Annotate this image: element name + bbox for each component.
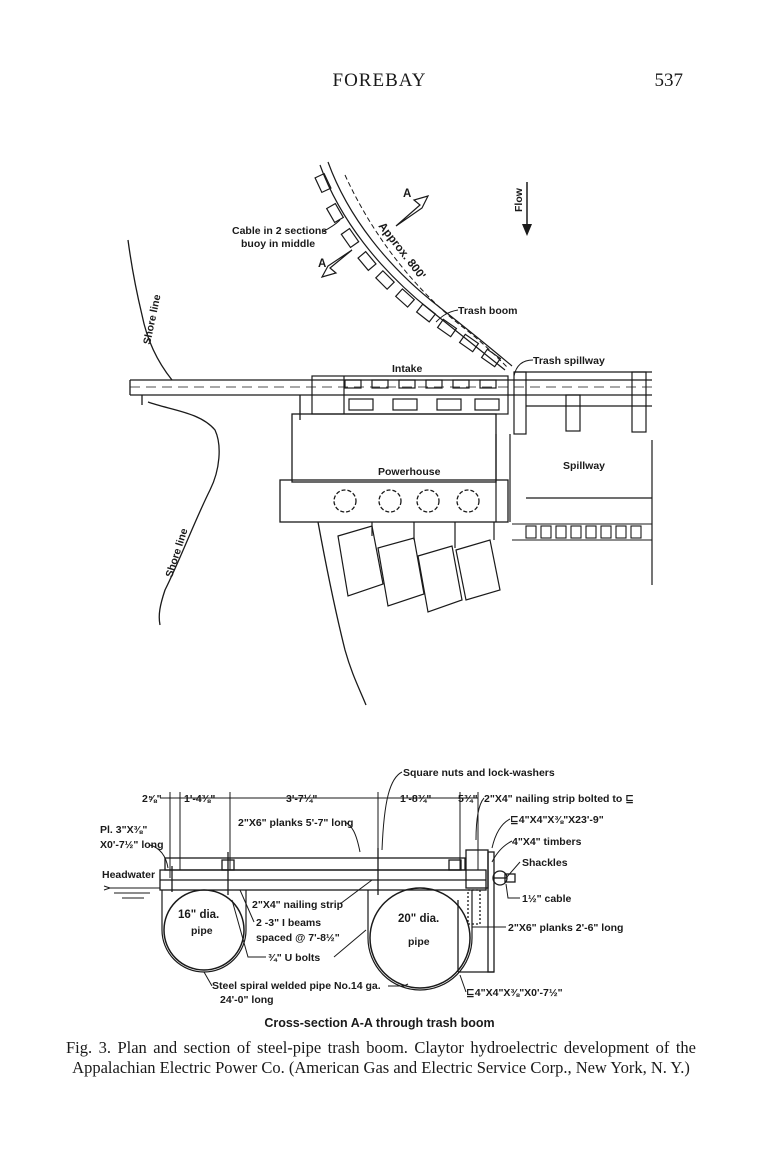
spillway-label: Spillway xyxy=(563,460,605,472)
intake-label: Intake xyxy=(392,363,423,375)
draft-tubes xyxy=(337,522,501,613)
nailing-strip-bolted-leader xyxy=(475,797,485,841)
nailing-strip-label: 2"X4" nailing strip xyxy=(252,899,343,911)
plate-leader xyxy=(149,844,169,869)
timbers-leader xyxy=(491,840,513,863)
headwater-symbol xyxy=(103,885,160,899)
cable-section-leader xyxy=(505,883,520,899)
page-number: 537 xyxy=(654,70,684,91)
spillway-piers xyxy=(495,371,653,585)
shackle-assembly xyxy=(492,870,516,886)
planks-short-label: 2"X6" planks 2'-6" long xyxy=(508,922,623,934)
pipe-16-label: 16" dia. xyxy=(178,909,219,921)
section-marker-lower-arrow xyxy=(320,249,353,278)
spaced-label: spaced @ 7'-8½" xyxy=(256,932,340,944)
pipe-20-label: 20" dia. xyxy=(398,913,439,925)
tailrace-wall xyxy=(317,521,367,706)
shackles-leader xyxy=(505,861,521,879)
boom-deck xyxy=(159,848,495,973)
steel-pipe-leader-2 xyxy=(388,983,409,987)
headwater-label: Headwater xyxy=(102,869,155,881)
timbers-label: 4"X4" timbers xyxy=(512,836,582,848)
running-head: FOREBAY 537 xyxy=(0,70,759,100)
u-bolts-label: ¾" U bolts xyxy=(268,952,320,964)
section-marker-lower: A xyxy=(318,258,326,270)
running-title: FOREBAY xyxy=(332,70,427,91)
pipe-20-ubolt xyxy=(367,890,473,991)
i-beams-label: 2 -3" I beams xyxy=(256,917,321,929)
flow-arrowhead xyxy=(522,224,532,236)
trash-spillway-leader xyxy=(513,359,534,377)
cable-leader xyxy=(321,219,341,233)
section-marker-upper: A xyxy=(403,188,411,200)
pipe-20 xyxy=(369,887,471,989)
angle-bottom-label: ⊑4"X4"X⅜"X0'-7½" xyxy=(466,987,563,999)
dim-3-7-1-4: 3'-7¼" xyxy=(286,793,317,805)
angle-top-leader xyxy=(491,818,511,849)
dam-axis xyxy=(129,379,652,420)
pipe-20-word: pipe xyxy=(408,936,430,948)
square-nuts-label: Square nuts and lock-washers xyxy=(403,767,555,779)
dim-1-4-3-8: 1'-4⅜" xyxy=(184,793,215,805)
angle-top-label: ⊑4"X4"X⅜"X23'-9" xyxy=(510,814,604,826)
i-beams-leader xyxy=(239,889,255,923)
figure-caption: Fig. 3. Plan and section of steel-pipe t… xyxy=(66,1038,696,1077)
u-bolts-leader xyxy=(231,899,266,958)
approx-dimension-line xyxy=(344,174,509,369)
pipe-16-ubolt xyxy=(161,890,247,973)
trash-spillway-label: Trash spillway xyxy=(533,355,605,367)
steel-pipe-label-2: 24'-0" long xyxy=(220,994,274,1006)
planks-long-leader xyxy=(344,821,361,853)
section-caption: Cross-section A-A through trash boom xyxy=(264,1016,495,1030)
steel-pipe-leader-1 xyxy=(203,971,213,987)
dim-2-5-8: 2⅝" xyxy=(142,793,162,805)
trash-boom-floats xyxy=(314,172,502,368)
spillway-gates xyxy=(512,523,652,541)
dim-5-3-4: 5¾" xyxy=(458,793,478,805)
pipe-16 xyxy=(163,889,245,971)
buoy-label: buoy in middle xyxy=(241,238,315,250)
section-marker-upper-arrow xyxy=(395,195,430,227)
trash-boom-line-a xyxy=(319,164,506,371)
shore-line-lower xyxy=(147,401,220,626)
plate-label-1: Pl. 3"X⅜" xyxy=(100,824,147,836)
flow-label: Flow xyxy=(513,187,525,212)
nailing-strip-bolted-label: 2"X4" nailing strip bolted to ⊑ xyxy=(484,793,634,805)
nailing-strip-leader xyxy=(339,879,373,905)
u-bolts-leader-2 xyxy=(333,929,367,958)
powerhouse-label: Powerhouse xyxy=(378,466,441,478)
trash-boom-line-b xyxy=(327,161,513,367)
pipe-16-word: pipe xyxy=(191,925,213,937)
angle-bottom-leader xyxy=(459,974,467,993)
steel-pipe-label-1: Steel spiral welded pipe No.14 ga. xyxy=(212,980,381,992)
dim-1-8-3-4: 1'-8¾" xyxy=(400,793,431,805)
powerhouse-structure xyxy=(279,413,509,523)
plate-label-2: X0'-7½" long xyxy=(100,839,164,851)
planks-long-label: 2"X6" planks 5'-7" long xyxy=(238,817,353,829)
trash-boom-leader xyxy=(435,309,459,323)
shore-line-upper xyxy=(127,239,173,381)
cable-section-label: 1½" cable xyxy=(522,893,572,905)
shackles-label: Shackles xyxy=(522,857,568,869)
trash-boom-label: Trash boom xyxy=(458,305,518,317)
square-nuts-leader xyxy=(381,771,403,851)
cable-label: Cable in 2 sections xyxy=(232,225,327,237)
